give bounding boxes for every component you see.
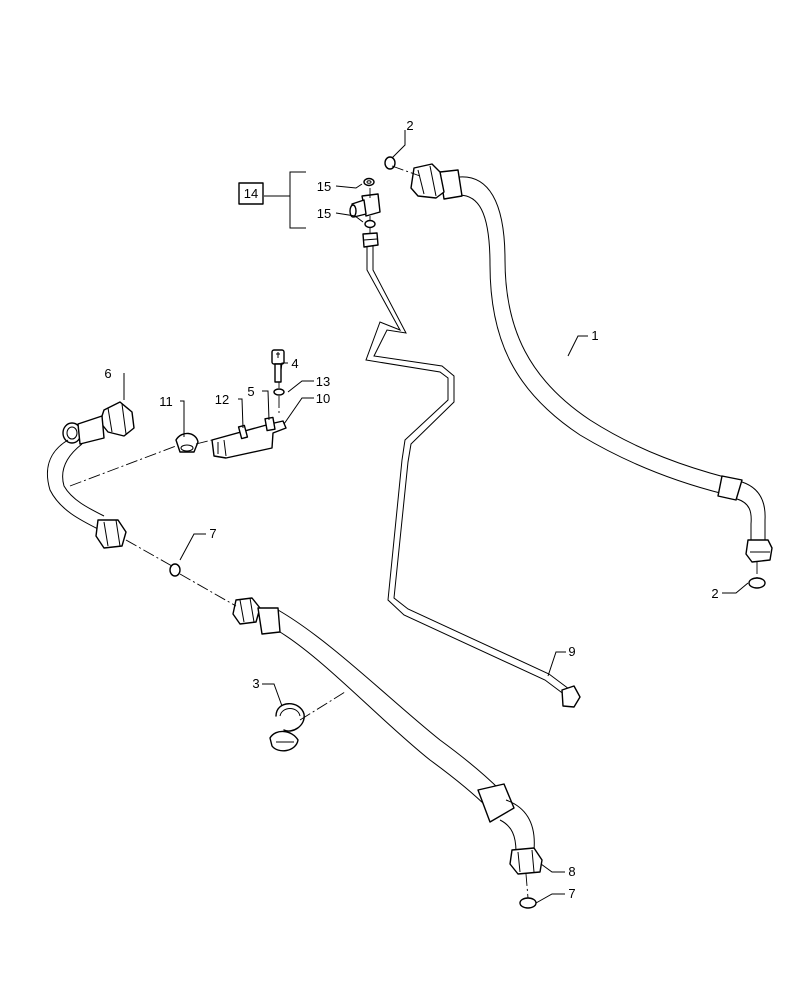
kit-bracket-14 xyxy=(264,171,306,229)
callout-7-bottom: 7 xyxy=(568,886,575,901)
hose-part-8[interactable] xyxy=(232,597,543,875)
callout-13: 13 xyxy=(316,374,330,389)
o-ring-part-7-mid[interactable] xyxy=(169,563,181,577)
washer-part-13[interactable] xyxy=(273,388,285,396)
callout-14: 14 xyxy=(244,186,258,201)
callout-5: 5 xyxy=(247,384,254,399)
callout-2-top: 2 xyxy=(406,118,413,133)
callout-6: 6 xyxy=(104,366,111,381)
assembly-center-lines xyxy=(69,165,758,899)
callout-2-right: 2 xyxy=(711,586,718,601)
o-ring-part-2-top[interactable] xyxy=(384,156,396,170)
capscrew-part-4[interactable] xyxy=(271,349,285,383)
callout-4: 4 xyxy=(291,356,298,371)
callout-8: 8 xyxy=(568,864,575,879)
callout-9: 9 xyxy=(568,644,575,659)
hose-clamp-part-3[interactable] xyxy=(269,703,305,752)
hose-part-1[interactable] xyxy=(410,163,773,563)
o-ring-part-7-bottom[interactable] xyxy=(519,897,537,909)
callout-15-lower: 15 xyxy=(317,206,331,221)
o-ring-part-2-right[interactable] xyxy=(748,577,766,589)
kit-label-box-14 xyxy=(238,182,264,205)
callout-leaders xyxy=(123,130,749,904)
pin-part-12[interactable] xyxy=(237,424,249,440)
callout-7-mid: 7 xyxy=(209,526,216,541)
bolt-part-5[interactable] xyxy=(264,416,276,432)
callout-15-upper: 15 xyxy=(317,179,331,194)
callout-12: 12 xyxy=(215,392,229,407)
callout-3: 3 xyxy=(252,676,259,691)
hose-part-6[interactable] xyxy=(46,401,135,549)
steel-line-part-9[interactable] xyxy=(365,246,581,708)
callout-1: 1 xyxy=(591,328,598,343)
callout-11: 11 xyxy=(159,394,173,409)
clip-part-11[interactable] xyxy=(175,432,199,453)
callout-10: 10 xyxy=(316,391,330,406)
tee-fitting-kit-part-14[interactable] xyxy=(349,177,381,248)
